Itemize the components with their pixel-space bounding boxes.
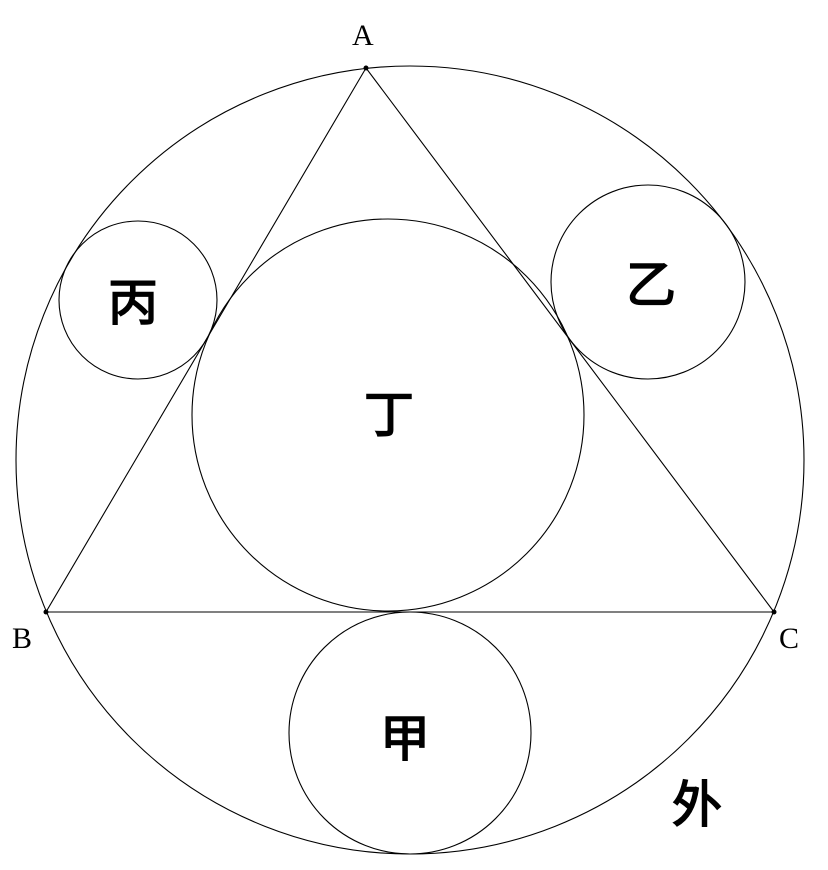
circle-bing-label: 丙 bbox=[108, 273, 158, 332]
vertex-a-point bbox=[363, 65, 369, 71]
circle-jia-label: 甲 bbox=[380, 709, 430, 768]
vertex-b-label: B bbox=[12, 622, 32, 655]
circle-bing bbox=[58, 220, 218, 380]
vertex-c-point bbox=[771, 609, 777, 615]
triangle-abc bbox=[45, 67, 776, 613]
circle-ding-label: 丁 bbox=[364, 385, 414, 444]
circle-yi bbox=[550, 184, 746, 380]
circle-yi-label: 乙 bbox=[626, 255, 676, 314]
vertex-c-label: C bbox=[779, 622, 799, 655]
vertex-b-point bbox=[43, 609, 49, 615]
circle-ding bbox=[191, 218, 585, 612]
outer-circle-label: 外 bbox=[672, 775, 722, 834]
circle-jia bbox=[288, 611, 532, 855]
vertex-a-label: A bbox=[352, 19, 374, 52]
